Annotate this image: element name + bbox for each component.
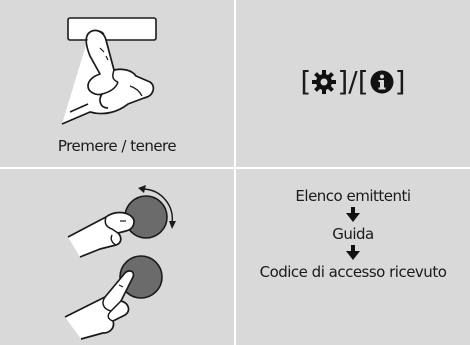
steps-cell: Elenco emittenti Guida Codice di accesso…: [236, 169, 470, 345]
separator: /: [348, 65, 358, 98]
step-station-list: Elenco emittenti: [295, 187, 411, 205]
buttons-cell: [ ]/[ ]: [236, 0, 470, 167]
open-bracket: [: [300, 65, 312, 98]
info-icon: [370, 70, 394, 94]
open-bracket: [: [357, 65, 369, 98]
arrow-down-icon: [346, 245, 360, 260]
press-hold-caption: Premere / tenere: [57, 137, 177, 155]
step-guide: Guida: [332, 225, 374, 243]
close-bracket: ]: [394, 65, 406, 98]
menu-path: Elenco emittenti Guida Codice di accesso…: [236, 186, 470, 282]
press-hold-cell: Premere / tenere: [0, 0, 234, 167]
hand-rotating-knob-icon: [67, 185, 176, 258]
step-access-code: Codice di accesso ricevuto: [259, 263, 447, 281]
gear-icon: [312, 70, 337, 94]
arrow-down-icon: [346, 207, 360, 222]
button-symbols: [ ]/[ ]: [236, 62, 470, 102]
knob-cell: [0, 169, 234, 345]
hand-pressing-button-icon: [61, 17, 157, 125]
close-bracket: ]: [337, 65, 349, 98]
hand-pressing-knob-icon: [64, 255, 163, 340]
